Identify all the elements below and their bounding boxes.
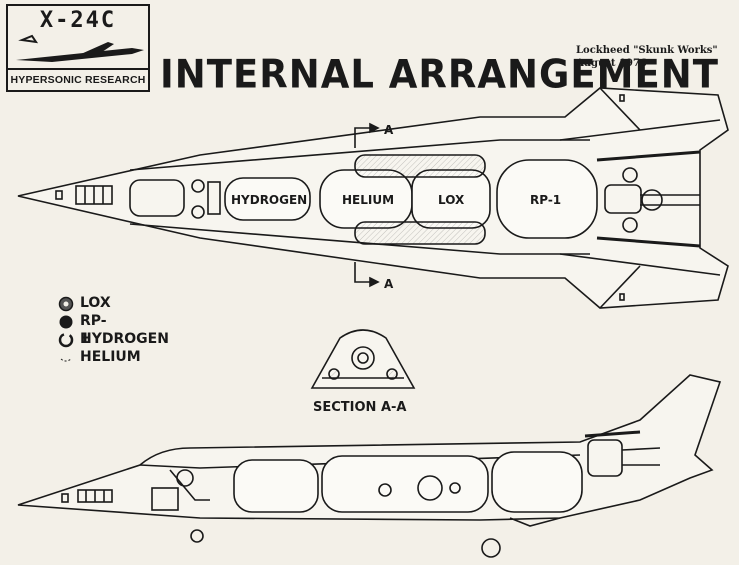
credit-company: Lockheed "Skunk Works" xyxy=(576,45,718,56)
hydrogen-tank xyxy=(224,177,311,221)
tank-label-helium: HELIUM xyxy=(342,193,394,207)
legend-label-lox: LOX xyxy=(80,295,111,311)
logo-title: X-24C xyxy=(39,8,117,33)
plan-view xyxy=(17,87,729,309)
credit-date: August 1976 xyxy=(576,58,647,69)
aircraft-silhouette-icon xyxy=(16,34,144,62)
section-cross-view xyxy=(310,329,416,389)
hydrogen-symbol-icon xyxy=(58,332,74,348)
legend-label-helium: HELIUM xyxy=(80,349,141,365)
profile-view xyxy=(17,374,722,558)
section-marker-a-bottom: A xyxy=(384,277,394,291)
legend-label-hydrogen: HYDROGEN xyxy=(80,331,169,347)
rp1-tank xyxy=(496,159,598,239)
logo-badge: X-24C HYPERSONIC RESEARCH xyxy=(6,4,150,92)
rp1-symbol-icon xyxy=(59,315,73,329)
tank-label-hydrogen: HYDROGEN xyxy=(231,193,307,207)
section-label: SECTION A-A xyxy=(313,400,407,415)
logo-subtitle: HYPERSONIC RESEARCH xyxy=(8,68,148,90)
section-marker-top xyxy=(354,122,380,148)
legend-label-rp1: RP-1 xyxy=(80,313,107,347)
tank-label-rp1: RP-1 xyxy=(530,193,561,207)
section-marker-bottom xyxy=(354,262,380,288)
tank-label-lox: LOX xyxy=(438,193,465,207)
helium-symbol-icon xyxy=(60,358,72,362)
section-marker-a-top: A xyxy=(384,123,394,137)
credit-block: Lockheed "Skunk Works" August 1976 xyxy=(576,44,718,70)
lox-symbol-icon xyxy=(58,296,74,312)
